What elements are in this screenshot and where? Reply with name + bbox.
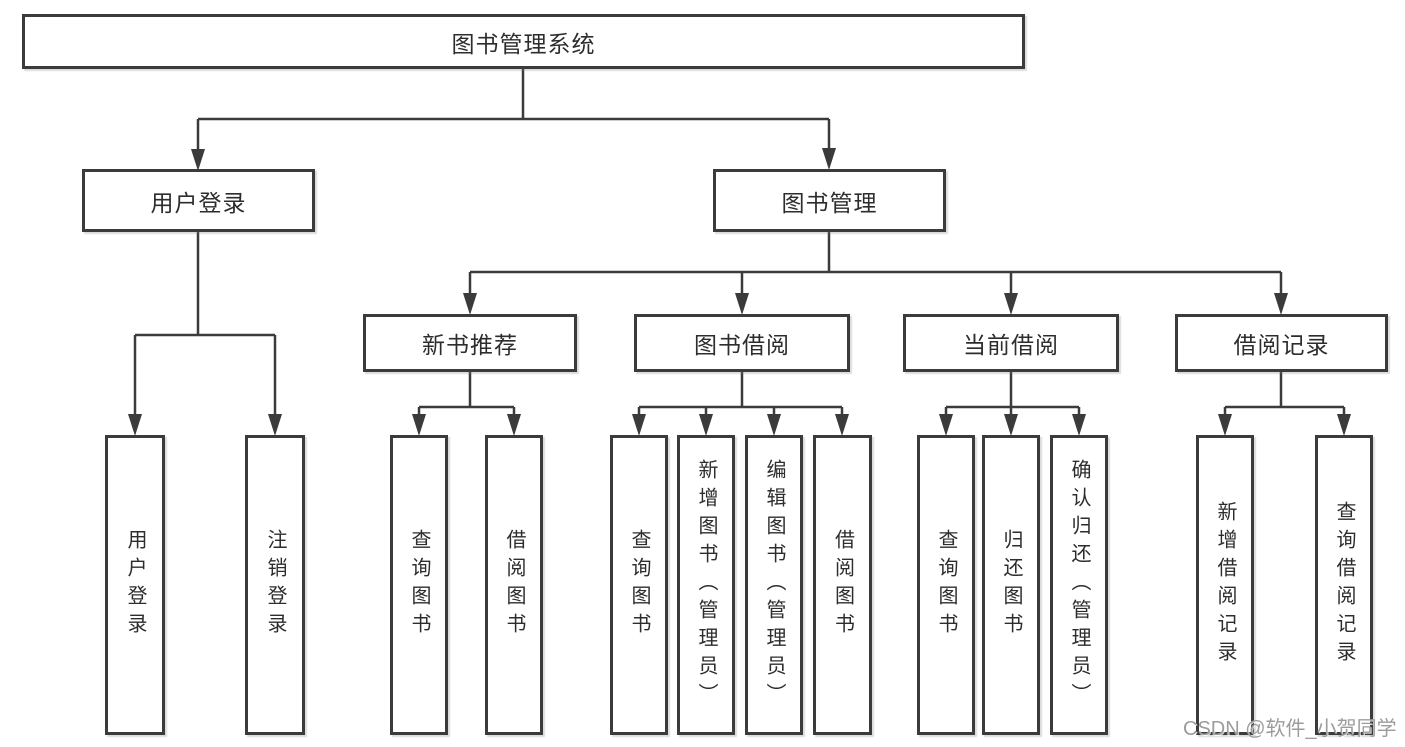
leaf-label: 借阅图书 (503, 529, 525, 641)
leaf-user-login: 用户登录 (105, 435, 165, 735)
leaf-borrow-books-recommend: 借阅图书 (485, 435, 543, 735)
leaf-return-books: 归还图书 (982, 435, 1040, 735)
node-user-login: 用户登录 (82, 169, 315, 232)
leaf-label: 用户登录 (124, 529, 146, 641)
leaf-label: 新增图书（管理员） (695, 459, 717, 711)
leaf-query-books-recommend: 查询图书 (390, 435, 448, 735)
watermark: CSDN @软件_小贺同学 (1183, 718, 1397, 740)
leaf-edit-books-admin: 编辑图书（管理员） (745, 435, 803, 735)
leaf-label: 借阅图书 (831, 529, 854, 641)
leaf-label: 查询图书 (408, 529, 430, 641)
node-borrowing-records: 借阅记录 (1175, 314, 1388, 372)
leaf-borrow-books-borrowing: 借阅图书 (813, 435, 872, 735)
node-current-borrowing: 当前借阅 (903, 314, 1119, 372)
leaf-label: 查询借阅记录 (1333, 501, 1355, 669)
leaf-label: 编辑图书（管理员） (763, 459, 785, 711)
leaf-query-books-borrowing: 查询图书 (610, 435, 668, 735)
leaf-query-books-current: 查询图书 (917, 435, 975, 735)
node-book-management: 图书管理 (713, 169, 946, 232)
leaf-add-books-admin: 新增图书（管理员） (677, 435, 735, 735)
leaf-add-borrow-record: 新增借阅记录 (1196, 435, 1254, 735)
leaf-confirm-return-admin: 确认归还（管理员） (1050, 435, 1108, 735)
leaf-label: 查询图书 (935, 529, 957, 641)
leaf-logout: 注销登录 (245, 435, 305, 735)
node-library-management-system: 图书管理系统 (22, 14, 1025, 69)
leaf-query-borrow-record: 查询借阅记录 (1315, 435, 1373, 735)
leaf-label: 新增借阅记录 (1214, 501, 1236, 669)
connector-lines (133, 69, 1346, 416)
leaf-label: 确认归还（管理员） (1068, 459, 1090, 711)
node-new-book-recommend: 新书推荐 (363, 314, 577, 372)
leaf-label: 归还图书 (1000, 529, 1022, 641)
leaf-label: 查询图书 (628, 529, 650, 641)
node-book-borrowing: 图书借阅 (634, 314, 850, 372)
leaf-label: 注销登录 (264, 529, 286, 641)
